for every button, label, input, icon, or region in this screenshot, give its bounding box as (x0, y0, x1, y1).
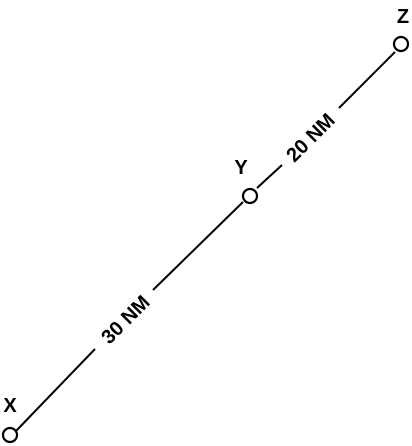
segment-xy-upper (152, 201, 244, 291)
distance-label-yz: 20 NM (282, 109, 339, 166)
waypoint-x-marker (1, 426, 19, 444)
distance-label-xy: 30 NM (97, 291, 154, 348)
segment-yz-upper (338, 51, 396, 109)
waypoint-x-label: X (3, 395, 17, 417)
segment-yz-lower (256, 164, 283, 189)
waypoint-z-marker (392, 35, 410, 53)
waypoint-z-label: Z (397, 6, 409, 28)
waypoint-y-label: Y (234, 157, 248, 179)
waypoint-y-marker (241, 187, 259, 205)
segment-xy-lower (14, 348, 96, 433)
